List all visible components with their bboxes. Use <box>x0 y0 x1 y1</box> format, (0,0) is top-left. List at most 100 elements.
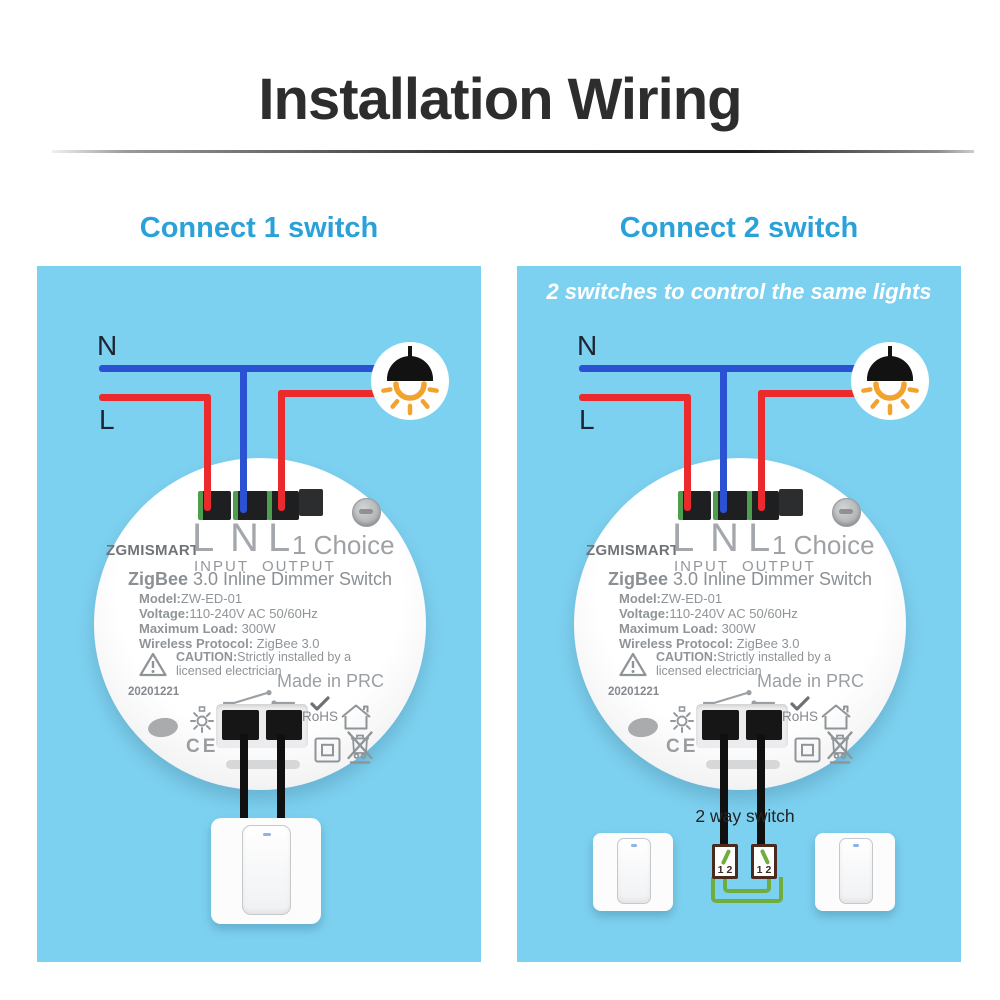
weee-bin-icon <box>346 729 376 766</box>
terminal-label-l-in: L <box>672 516 695 560</box>
made-in-label: Made in PRC <box>757 671 865 691</box>
spec-model: Model:ZW-ED-01 <box>619 591 723 606</box>
live-wire-horizontal <box>579 394 691 401</box>
case-dimple <box>626 716 660 739</box>
spec-voltage: Voltage:110-240V AC 50/60Hz <box>619 606 798 621</box>
load-wire-horizontal <box>758 390 857 397</box>
caution-text: CAUTION:Strictly installed by a licensed… <box>656 650 832 678</box>
wall-switch <box>211 818 321 924</box>
date-code: 20201221 <box>128 686 180 698</box>
terminal-label-n: N <box>710 516 739 560</box>
spec-protocol: Wireless Protocol: ZigBee 3.0 <box>619 636 800 651</box>
panel-connect-1-switch: N L ZGMISMART L N L 1 C <box>37 266 481 962</box>
wall-switch-rocker <box>242 825 291 915</box>
spec-protocol: Wireless Protocol: ZigBee 3.0 <box>139 636 320 651</box>
input-label: INPUT <box>194 558 249 575</box>
ce-mark: CE <box>186 736 219 757</box>
warning-icon <box>619 652 647 677</box>
terminal-label-l-in: L <box>192 516 215 560</box>
terminal-label-l-out: L <box>268 516 291 560</box>
terminal-block-n <box>713 491 748 520</box>
right-column-heading: Connect 2 switch <box>619 212 859 244</box>
dimmer-module: ZGMISMART L N L 1 Choice INPUT OUTPUT Zi… <box>94 458 426 790</box>
neutral-wire-label: N <box>97 330 118 361</box>
house-icon <box>340 703 372 731</box>
switch-led-indicator <box>631 844 637 847</box>
live-wire-horizontal <box>99 394 211 401</box>
traveller-wire-inner <box>723 877 771 893</box>
switch-wire-2 <box>757 734 765 846</box>
output-label: OUTPUT <box>742 558 816 575</box>
brand-logo: ZGMISMART <box>586 542 680 559</box>
product-name: ZigBee 3.0 Inline Dimmer Switch <box>607 569 873 589</box>
ce-mark: CE <box>666 736 699 757</box>
brightness-icon <box>188 706 216 734</box>
double-insulation-icon <box>314 737 341 763</box>
spec-load: Maximum Load: 300W <box>139 621 276 636</box>
spec-load: Maximum Load: 300W <box>619 621 756 636</box>
spec-voltage: Voltage:110-240V AC 50/60Hz <box>139 606 318 621</box>
wall-switch-left <box>593 833 673 911</box>
switch-wire-1 <box>720 734 728 846</box>
terminal-label-n: N <box>230 516 259 560</box>
neutral-wire-horizontal <box>579 365 857 372</box>
case-dimple <box>146 716 180 739</box>
caution-text: CAUTION:Strictly installed by a licensed… <box>176 650 352 678</box>
left-column-heading: Connect 1 switch <box>139 212 379 244</box>
choice-label: 1 Choice <box>292 530 395 560</box>
switch-led-indicator <box>262 833 271 836</box>
brand-logo: ZGMISMART <box>106 542 200 559</box>
product-name: ZigBee 3.0 Inline Dimmer Switch <box>127 569 393 589</box>
two-way-switch-label: 2 way switch <box>695 806 795 826</box>
live-wire-drop <box>684 394 691 511</box>
load-wire-drop <box>278 390 285 511</box>
made-in-label: Made in PRC <box>277 671 385 691</box>
page-title: Installation Wiring <box>258 67 742 132</box>
choice-label: 1 Choice <box>772 530 875 560</box>
neutral-wire-drop <box>720 365 727 513</box>
terminal-block-n <box>233 491 268 520</box>
switch-wire-1 <box>240 734 248 826</box>
adjustment-screw <box>352 498 381 527</box>
weee-bin-icon <box>826 729 856 766</box>
adjustment-screw <box>832 498 861 527</box>
case-groove <box>226 760 300 769</box>
neutral-wire-drop <box>240 365 247 513</box>
panel-connect-2-switch: 2 switches to control the same lights N … <box>517 266 961 962</box>
input-label: INPUT <box>674 558 729 575</box>
panel-subtitle: 2 switches to control the same lights <box>546 279 932 304</box>
pendant-lamp-icon <box>851 342 929 420</box>
double-insulation-icon <box>794 737 821 763</box>
wall-switch-rocker <box>839 838 873 904</box>
wall-switch-right <box>815 833 895 911</box>
warning-icon <box>139 652 167 677</box>
spec-lines: Model:ZW-ED-01 Voltage:110-240V AC 50/60… <box>139 591 320 651</box>
output-label: OUTPUT <box>262 558 336 575</box>
spec-lines: Model:ZW-ED-01 Voltage:110-240V AC 50/60… <box>619 591 800 651</box>
case-groove <box>706 760 780 769</box>
live-wire-drop <box>204 394 211 511</box>
traveller-wire-outer <box>711 877 783 903</box>
house-icon <box>820 703 852 731</box>
brightness-icon <box>668 706 696 734</box>
terminal-label-l-out: L <box>748 516 771 560</box>
rohs-check-icon <box>790 696 810 711</box>
load-wire-drop <box>758 390 765 511</box>
neutral-wire-horizontal <box>99 365 377 372</box>
rohs-mark: RoHS <box>778 696 822 724</box>
date-code: 20201221 <box>608 686 660 698</box>
terminal-block-l-in <box>198 491 231 520</box>
live-wire-label: L <box>99 404 115 435</box>
dimmer-module: ZGMISMART L N L 1 Choice INPUT OUTPUT Zi… <box>574 458 906 790</box>
neutral-wire-label: N <box>577 330 598 361</box>
rohs-check-icon <box>310 696 330 711</box>
switch-wire-2 <box>277 734 285 826</box>
terminal-block-l-in <box>678 491 711 520</box>
rohs-mark: RoHS <box>298 696 342 724</box>
terminal-block-aux <box>299 489 323 516</box>
switch-led-indicator <box>853 844 859 847</box>
